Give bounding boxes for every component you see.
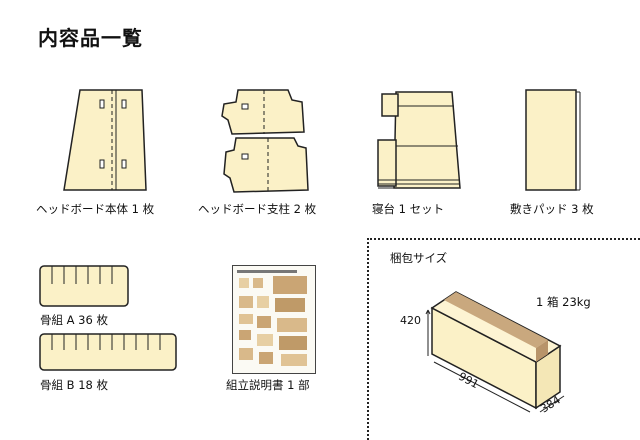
package-weight: 1 箱 23kg	[536, 295, 591, 309]
item-label-manual: 組立説明書 1 部	[226, 378, 310, 392]
pads-illustration	[525, 89, 581, 191]
frame-a-illustration	[39, 265, 129, 307]
headboard-body-illustration	[63, 89, 147, 191]
item-label-headboard-body: ヘッドボード本体 1 枚	[36, 202, 155, 216]
item-label-frame-b: 骨組 B 18 枚	[40, 378, 108, 392]
package-height: 420	[400, 314, 421, 327]
item-label-frame-a: 骨組 A 36 枚	[40, 313, 108, 327]
frame-b-illustration	[39, 333, 177, 371]
bed-base-illustration	[377, 91, 461, 189]
page-title: 内容品一覧	[38, 26, 143, 50]
package-box-illustration	[425, 291, 565, 413]
package-title: 梱包サイズ	[390, 251, 448, 265]
item-label-headboard-posts: ヘッドボード支柱 2 枚	[198, 202, 317, 216]
item-label-pads: 敷きパッド 3 枚	[510, 202, 594, 216]
package-section	[367, 238, 640, 440]
headboard-posts-illustration	[221, 89, 309, 193]
item-label-bed-base: 寝台 1 セット	[372, 202, 445, 216]
manual-illustration	[232, 265, 316, 374]
